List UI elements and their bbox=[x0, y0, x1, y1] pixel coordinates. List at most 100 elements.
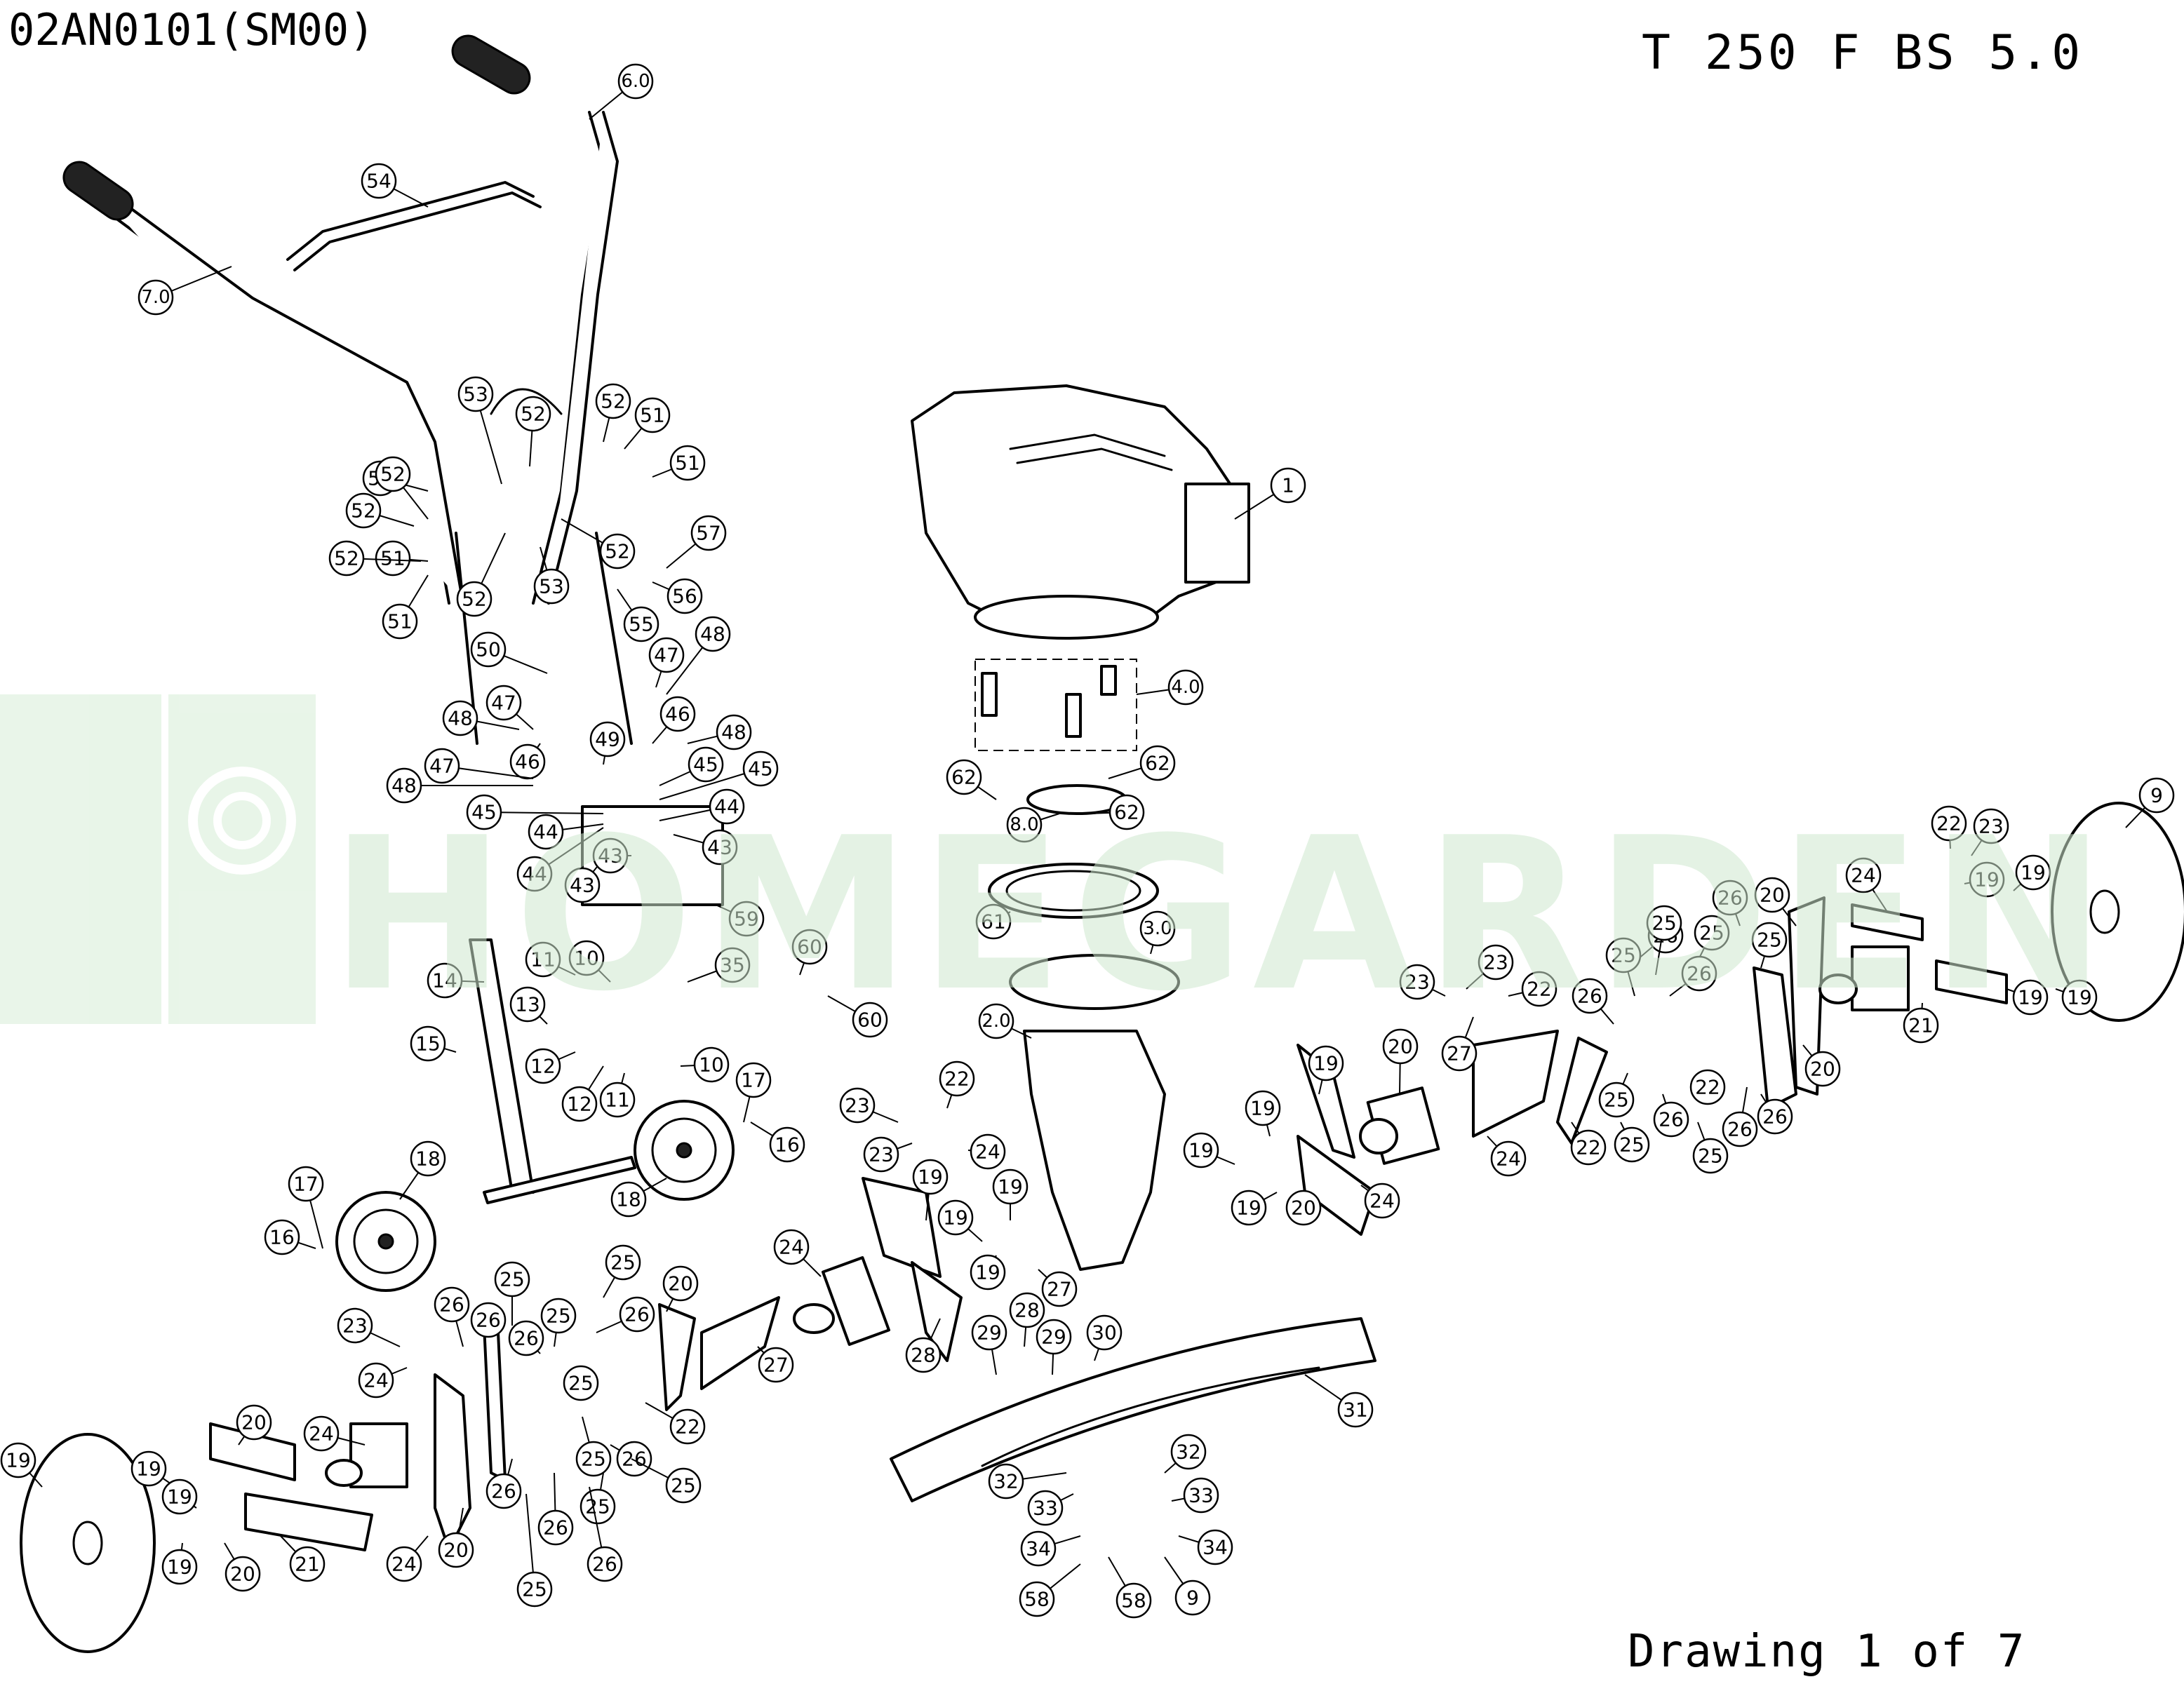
callout-45: 45 bbox=[466, 794, 604, 830]
callout-bubble bbox=[375, 540, 411, 577]
callout-number: 25 bbox=[546, 1305, 571, 1328]
callout-26: 26 bbox=[434, 1286, 470, 1347]
callout-number: 25 bbox=[1757, 929, 1782, 952]
callout-number: 14 bbox=[432, 969, 457, 992]
callout-bubble bbox=[688, 746, 724, 783]
callout-9: 9 bbox=[1164, 1556, 1211, 1616]
callout-10: 10 bbox=[568, 940, 611, 983]
callout-number: 20 bbox=[443, 1539, 469, 1562]
callout-bubble bbox=[525, 941, 561, 978]
tines-left bbox=[209, 1177, 963, 1551]
callout-number: 29 bbox=[1041, 1326, 1066, 1349]
callout-number: 52 bbox=[462, 588, 487, 611]
callout-number: 35 bbox=[720, 954, 745, 977]
callout-bubble bbox=[728, 901, 765, 937]
callout-number: 21 bbox=[1908, 1014, 1934, 1037]
callout-number: 21 bbox=[295, 1553, 320, 1576]
callout-25: 25 bbox=[1605, 937, 1642, 997]
callout-number: 52 bbox=[351, 499, 376, 523]
callout-10: 10 bbox=[680, 1046, 730, 1083]
callout-number: 26 bbox=[491, 1480, 516, 1503]
callout-number: 34 bbox=[1202, 1536, 1228, 1559]
callout-number: 55 bbox=[629, 613, 654, 636]
callout-layer: 6.0547.053525251525152525152515253525756… bbox=[0, 63, 2175, 1619]
callout-bubble bbox=[345, 492, 382, 529]
callout-24: 24 bbox=[1487, 1136, 1527, 1177]
callout-number: 47 bbox=[654, 644, 679, 667]
callout-47: 47 bbox=[485, 685, 534, 730]
callout-43: 43 bbox=[673, 829, 738, 865]
callout-number: 24 bbox=[975, 1140, 1000, 1164]
callout-19: 19 bbox=[970, 1254, 1006, 1291]
callout-22: 22 bbox=[1689, 1069, 1726, 1105]
callout-19: 19 bbox=[161, 1542, 198, 1585]
callout-number: 52 bbox=[521, 403, 546, 426]
callout-43: 43 bbox=[564, 841, 618, 903]
callout-number: 31 bbox=[1343, 1399, 1368, 1422]
callout-59: 59 bbox=[715, 901, 765, 937]
callout-number: 25 bbox=[581, 1448, 606, 1471]
callout-number: 26 bbox=[624, 1303, 650, 1326]
callout-bubble bbox=[1337, 1392, 1374, 1428]
callout-number: 58 bbox=[1024, 1588, 1050, 1611]
callout-1: 1 bbox=[1234, 467, 1306, 520]
callout-bubble bbox=[616, 1441, 652, 1477]
callout-number: 8.0 bbox=[1010, 814, 1038, 835]
callout-49: 49 bbox=[589, 721, 626, 765]
callout-55: 55 bbox=[617, 588, 659, 642]
callout-bubble bbox=[434, 1286, 470, 1323]
callout-bubble bbox=[470, 631, 507, 668]
callout-bubble bbox=[702, 829, 738, 865]
callout-bubble bbox=[1598, 1082, 1635, 1118]
callout-number: 62 bbox=[1145, 752, 1170, 775]
callout-bubble bbox=[742, 750, 779, 787]
callout-bubble bbox=[619, 1296, 655, 1333]
callout-number: 26 bbox=[476, 1309, 501, 1332]
callout-23: 23 bbox=[1971, 808, 2009, 856]
callout-bubble bbox=[427, 962, 463, 999]
callout-bubble bbox=[470, 1302, 507, 1338]
callout-bubble bbox=[599, 533, 636, 570]
callout-24: 24 bbox=[386, 1535, 429, 1582]
callout-46: 46 bbox=[652, 696, 696, 744]
callout-bubble bbox=[1689, 1069, 1726, 1105]
callout-number: 48 bbox=[721, 721, 746, 744]
callout-bubble bbox=[1969, 861, 2005, 898]
hub-right bbox=[1359, 945, 1910, 1165]
callout-bubble bbox=[386, 1546, 422, 1582]
callout-number: 9 bbox=[1186, 1586, 1199, 1610]
callout-bubble bbox=[970, 1254, 1006, 1291]
callout-bubble bbox=[442, 700, 478, 736]
callout-number: 19 bbox=[2021, 861, 2046, 884]
callout-number: 51 bbox=[675, 452, 700, 475]
callout-26: 26 bbox=[1669, 955, 1717, 997]
callout-25: 25 bbox=[563, 1365, 599, 1401]
callout-bubble bbox=[561, 1086, 598, 1122]
callout-number: 20 bbox=[1388, 1035, 1413, 1058]
callout-21: 21 bbox=[1903, 1002, 1939, 1044]
callout-22: 22 bbox=[1931, 805, 1967, 849]
callout-bubble bbox=[563, 1365, 599, 1401]
callout-34: 34 bbox=[1020, 1530, 1081, 1567]
callout-bubble bbox=[382, 603, 418, 640]
callout-19: 19 bbox=[161, 1478, 198, 1515]
callout-bubble bbox=[528, 814, 564, 850]
callout-bubble bbox=[564, 867, 601, 903]
callout-58: 58 bbox=[1019, 1563, 1081, 1617]
callout-45: 45 bbox=[659, 750, 779, 800]
callout-number: 26 bbox=[514, 1327, 539, 1350]
callout-bubble bbox=[662, 1265, 699, 1302]
callout-bubble bbox=[1086, 1314, 1123, 1351]
callout-number: 46 bbox=[665, 703, 690, 726]
callout-43: 43 bbox=[592, 837, 631, 874]
callout-bubble bbox=[2061, 979, 2098, 1016]
callout-23: 23 bbox=[337, 1307, 401, 1347]
callout-number: 19 bbox=[975, 1261, 1000, 1284]
callout-25: 25 bbox=[1598, 1072, 1635, 1118]
callout-number: 10 bbox=[699, 1053, 724, 1077]
callout-number: 62 bbox=[951, 766, 977, 789]
callout-number: 51 bbox=[387, 610, 413, 633]
callout-bubble bbox=[438, 1532, 474, 1568]
callout-46: 46 bbox=[509, 743, 546, 780]
